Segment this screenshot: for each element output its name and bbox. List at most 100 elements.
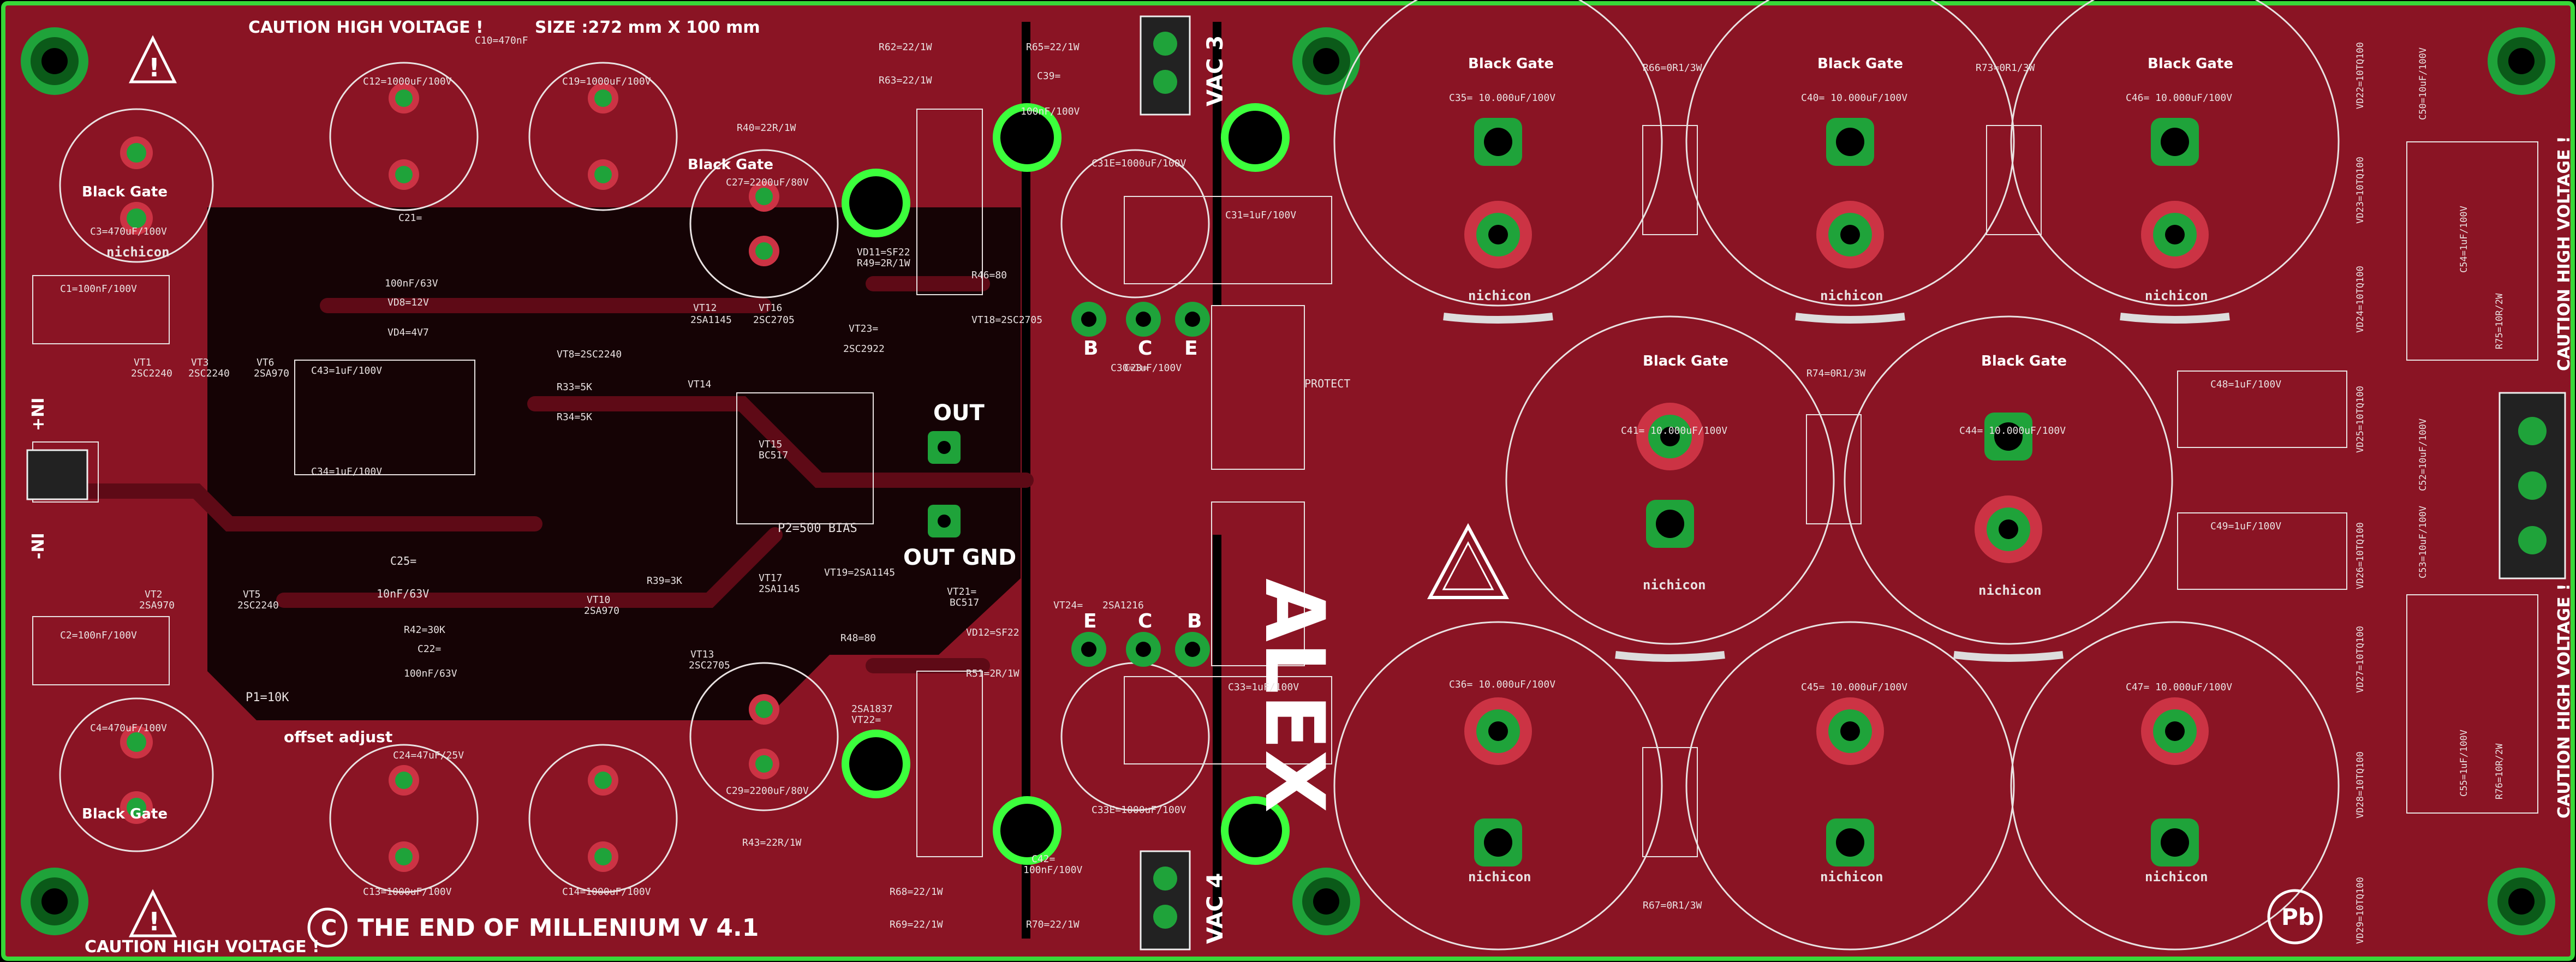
caution-bottom: CAUTION HIGH VOLTAGE ! xyxy=(85,937,320,957)
terminal-blocks xyxy=(26,15,2566,951)
pin-b-top: B xyxy=(1083,337,1098,360)
cap-label: C46= 10.000uF/100V xyxy=(2126,92,2232,104)
comp-label: VT6 xyxy=(257,357,275,368)
comp-label: R40=22R/1W xyxy=(737,122,796,134)
comp-label: 100nF/100V xyxy=(1023,864,1083,876)
svg-text:!: ! xyxy=(148,907,160,936)
comp-label: C39= xyxy=(1037,70,1061,82)
cap-label: C13=1000uF/100V xyxy=(363,886,452,898)
offset-label: offset adjust xyxy=(284,728,392,746)
res-label: R66=0R1/3W xyxy=(1643,62,1702,74)
hazard-triangle-icon: ! ! xyxy=(128,35,177,937)
comp-label: VT14 xyxy=(688,379,711,390)
comp-label: 2SA1145 xyxy=(759,583,800,595)
comp-label: R70=22/1W xyxy=(1026,919,1080,930)
cap-label: C44= 10.000uF/100V xyxy=(1959,425,2066,437)
comp-label: BC517 xyxy=(759,450,788,461)
brand-nichicon: nichicon xyxy=(1978,583,2042,598)
comp-label: VT22= xyxy=(851,714,881,726)
comp-label: 2SA1145 xyxy=(690,314,732,326)
brand-black-gate: Black Gate xyxy=(2148,56,2233,72)
comp-label: R42=30K xyxy=(404,624,445,636)
comp-label: C25= xyxy=(390,554,416,567)
comp-label: C24=47uF/25V xyxy=(393,750,464,761)
cap-label: C4=470uF/100V xyxy=(90,722,167,734)
cap-label: C36= 10.000uF/100V xyxy=(1449,679,1555,690)
comp-label: R48=80 xyxy=(840,632,876,644)
copper-pours xyxy=(207,16,2325,944)
component-outlines xyxy=(32,109,2538,857)
comp-label: 2SC2922 xyxy=(843,343,885,355)
comp-label: C49=1uF/100V xyxy=(2210,521,2281,532)
comp-label: R43=22R/1W xyxy=(742,837,802,849)
svg-text:!: ! xyxy=(148,53,160,82)
comp-label: 2SC2240 xyxy=(237,600,279,611)
comp-label: C1=100nF/100V xyxy=(60,283,137,295)
cap-label: C41= 10.000uF/100V xyxy=(1621,425,1727,437)
brand-black-gate: Black Gate xyxy=(82,806,168,822)
pin-e-top: E xyxy=(1184,337,1198,360)
comp-label: VT3 xyxy=(191,357,209,368)
comp-label: VT13 xyxy=(690,649,714,660)
pads xyxy=(928,302,1210,667)
comp-label: VD22=10TQ100 xyxy=(2355,42,2366,109)
comp-label: C22= xyxy=(418,643,442,655)
brand-nichicon: nichicon xyxy=(2145,869,2208,885)
caution-top: CAUTION HIGH VOLTAGE ! xyxy=(248,18,484,37)
comp-label: BC517 xyxy=(950,597,979,608)
cap-label: C12=1000uF/100V xyxy=(363,76,452,87)
comp-label: R69=22/1W xyxy=(890,919,943,930)
comp-label: R75=10R/2W xyxy=(2494,293,2505,349)
res-label: R74=0R1/3W xyxy=(1806,368,1866,379)
brand-nichicon: nichicon xyxy=(106,244,170,260)
bias-label: P2=500 BIAS xyxy=(778,522,857,535)
comp-label: R63=22/1W xyxy=(879,75,932,86)
caution-right-top: CAUTION HIGH VOLTAGE ! xyxy=(2555,136,2574,371)
comp-label: C52=10uF/100V xyxy=(2418,419,2429,491)
comp-label: R39=3K xyxy=(647,575,682,587)
comp-label: C31=1uF/100V xyxy=(1225,210,1296,221)
big-capacitors xyxy=(1333,0,2340,951)
comp-label: R49=2R/1W xyxy=(857,258,910,269)
logo-triangle-icon xyxy=(1427,523,1510,599)
comp-label: VT17 xyxy=(759,572,782,584)
comp-label: VT15 xyxy=(759,439,782,450)
mounting-holes xyxy=(21,27,2555,935)
cap-label: C19=1000uF/100V xyxy=(562,76,651,87)
copyright-c: C xyxy=(321,916,337,941)
comp-label: C2=100nF/100V xyxy=(60,630,137,641)
medium-capacitors xyxy=(59,62,1210,893)
in-pos-label: +NI xyxy=(29,398,48,431)
comp-label: VT1 xyxy=(134,357,152,368)
comp-label: R76=10R/2W xyxy=(2494,743,2505,799)
lead-free-icon xyxy=(2267,889,2323,945)
heatsink-holes xyxy=(842,103,1290,865)
comp-label: 2SA970 xyxy=(254,368,289,379)
comp-label: 2SA1216 xyxy=(1102,600,1144,611)
comp-label: R46=80 xyxy=(971,270,1007,281)
comp-label: VD26=10TQ100 xyxy=(2355,522,2366,589)
comp-label: R34=5K xyxy=(557,411,592,423)
pin-b-bottom: B xyxy=(1187,610,1202,632)
comp-label: 10nF/63V xyxy=(377,587,429,600)
comp-label: VT12 xyxy=(693,302,717,314)
comp-label: VD4=4V7 xyxy=(387,327,429,338)
pin-e-bottom: E xyxy=(1083,610,1097,632)
res-label: R73=0R1/3W xyxy=(1976,62,2035,74)
pin-c-bottom: C xyxy=(1138,610,1152,632)
brand-black-gate: Black Gate xyxy=(1468,56,1554,72)
comp-label: 2SA970 xyxy=(584,605,619,617)
comp-label: R68=22/1W xyxy=(890,886,943,898)
board-size: SIZE :272 mm X 100 mm xyxy=(535,18,760,37)
cap-label: C3=470uF/100V xyxy=(90,226,167,237)
cap-label: C40= 10.000uF/100V xyxy=(1801,92,1907,104)
comp-label: VT24= xyxy=(1053,600,1083,611)
cap-label: C33E=1000uF/100V xyxy=(1092,804,1186,816)
cap-label: C45= 10.000uF/100V xyxy=(1801,682,1907,693)
copyright-icon xyxy=(307,907,348,948)
comp-label: C53=10uF/100V xyxy=(2418,506,2429,578)
comp-label: VT16 xyxy=(759,302,782,314)
comp-label: R62=22/1W xyxy=(879,41,932,53)
out-gnd-label: OUT GND xyxy=(903,545,1016,570)
